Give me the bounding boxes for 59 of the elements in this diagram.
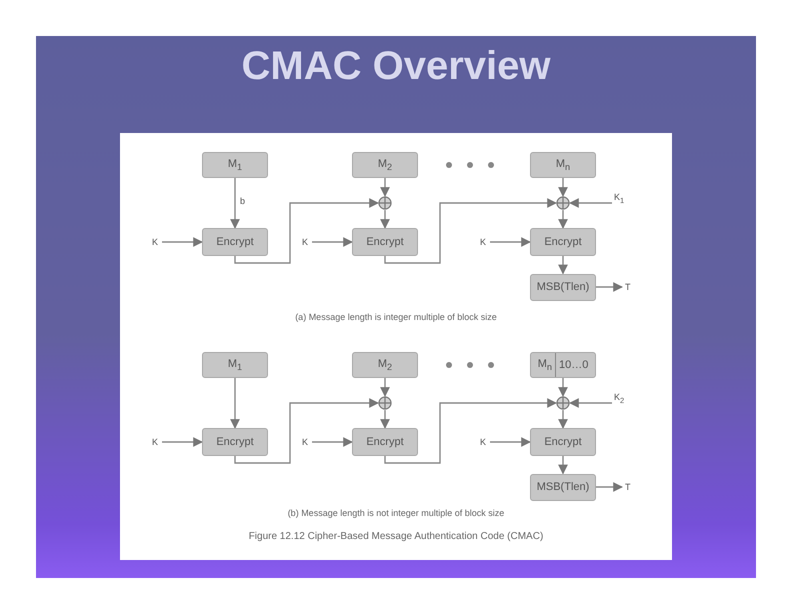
arrow	[380, 178, 390, 197]
subfigure-caption: (a) Message length is integer multiple of block size	[294, 312, 498, 322]
arrow	[230, 378, 240, 429]
message-block-box: M$_{1}$	[202, 152, 268, 178]
encrypt-box: Encrypt	[202, 228, 268, 256]
arrow	[312, 437, 353, 447]
slide-title: CMAC Overview	[240, 44, 552, 89]
edge-label: T	[625, 483, 630, 492]
arrow	[384, 198, 557, 264]
edge-label: K	[480, 438, 486, 447]
arrow	[558, 456, 568, 474]
arrow	[558, 210, 568, 229]
xor-symbol	[378, 396, 392, 410]
message-block-box: M$_{1}$	[202, 352, 268, 378]
arrow	[558, 410, 568, 429]
arrow	[558, 178, 568, 197]
edge-label: K	[152, 238, 158, 247]
edge-label: K	[302, 238, 308, 247]
arrow	[490, 437, 531, 447]
arrow	[230, 178, 240, 229]
arrow	[596, 282, 623, 292]
edge-label: K$_{2}$	[614, 393, 624, 404]
figure-caption: Figure 12.12 Cipher-Based Message Authentication Code (CMAC)	[248, 531, 544, 542]
edge-label: K	[480, 238, 486, 247]
arrow	[569, 398, 612, 408]
edge-label: T	[625, 283, 630, 292]
arrow	[384, 398, 557, 464]
arrow	[558, 256, 568, 274]
encrypt-box: Encrypt	[530, 228, 596, 256]
truncation-box: MSB(Tlen)	[530, 274, 596, 300]
arrow	[569, 198, 612, 208]
message-block-box: M$_{n}$	[530, 152, 596, 178]
edge-label: K$_{1}$	[614, 193, 624, 204]
encrypt-box: Encrypt	[530, 428, 596, 456]
arrow	[558, 378, 568, 397]
arrow	[380, 210, 390, 229]
edge-label: K	[152, 438, 158, 447]
truncation-box: MSB(Tlen)	[530, 474, 596, 500]
arrow	[490, 237, 531, 247]
arrow	[162, 437, 203, 447]
encrypt-box: Encrypt	[352, 428, 418, 456]
xor-symbol	[556, 196, 570, 210]
edge-label: K	[302, 438, 308, 447]
arrow	[380, 378, 390, 397]
xor-symbol	[378, 196, 392, 210]
message-block-box: M$_{2}$	[352, 152, 418, 178]
arrow	[380, 410, 390, 429]
encrypt-box: Encrypt	[202, 428, 268, 456]
arrow	[596, 482, 623, 492]
message-block-box: M$_{n}$ 10…0	[530, 352, 596, 378]
edge-label: b	[240, 197, 246, 206]
xor-symbol	[556, 396, 570, 410]
arrow	[234, 398, 379, 464]
arrow	[234, 198, 379, 264]
arrow	[312, 237, 353, 247]
encrypt-box: Encrypt	[352, 228, 418, 256]
message-block-box: M$_{2}$	[352, 352, 418, 378]
subfigure-caption: (b) Message length is not integer multiple of block size	[286, 508, 506, 518]
arrow	[162, 237, 203, 247]
